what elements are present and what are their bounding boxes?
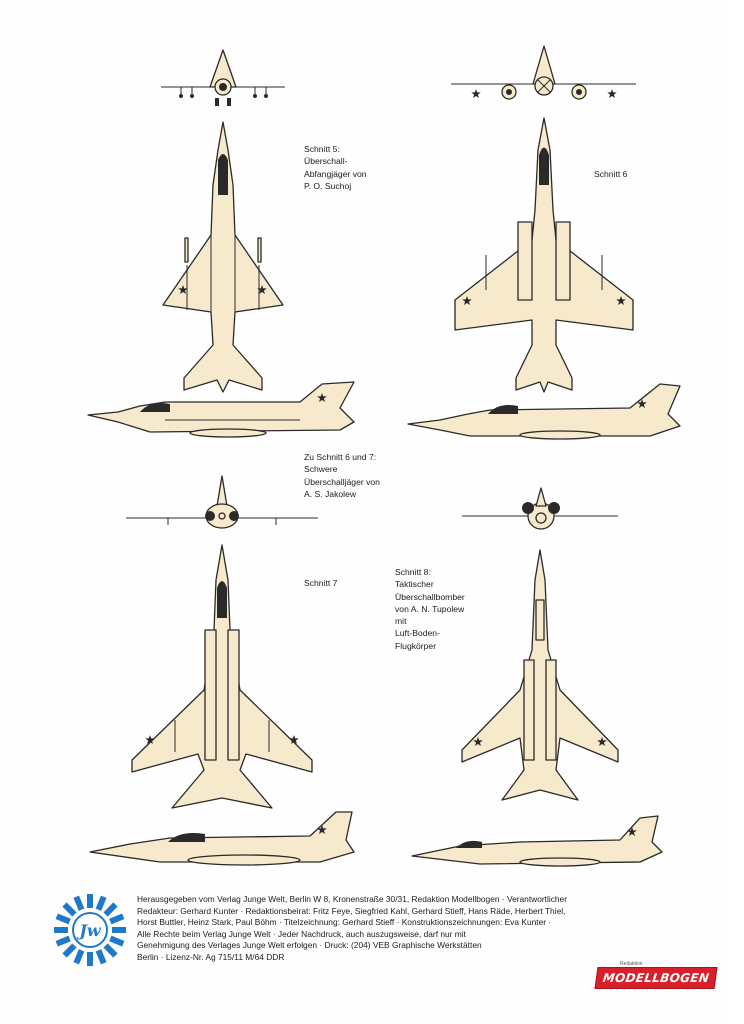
imprint-line: Herausgegeben vom Verlag Junge Welt, Ber… — [137, 894, 567, 904]
junge-welt-logo: Jw — [54, 894, 126, 966]
caption-schnitt-7: Schnitt 7 — [304, 578, 338, 588]
editorial-credit: Redaktion — [620, 961, 643, 967]
imprint-line: Redakteur: Gerhard Kunter · Redaktionsbe… — [137, 905, 566, 916]
logo-letters: Jw — [76, 921, 102, 940]
tu-side-view — [411, 815, 663, 867]
caption-schnitt-6-7: Zu Schnitt 6 und 7: Schwere Überschalljä… — [304, 452, 380, 499]
imprint-line: Genehmigung des Verlages Junge Welt erfo… — [137, 940, 482, 951]
imprint-line: Horst Buttler, Heinz Stark, Paul Böhm · … — [137, 917, 552, 928]
su-top-view — [162, 121, 284, 393]
jak-side-view — [89, 811, 355, 866]
su-front-view — [161, 49, 285, 106]
imprint-text: Herausgegeben vom Verlag Junge Welt, Ber… — [137, 894, 677, 964]
caption-schnitt-5: Schnitt 5: Überschall- Abfangjäger von P… — [304, 144, 367, 191]
su15-side-view — [407, 383, 681, 440]
su-side-view — [87, 381, 355, 438]
caption-schnitt-8: Schnitt 8: Taktischer Überschallbomber v… — [395, 567, 465, 651]
imprint-line: Berlin · Lizenz-Nr. Ag 715/11 M/64 DDR — [137, 951, 285, 962]
tu-top-view — [461, 549, 619, 801]
modellbogen-brand-badge: MODELLBOGEN — [594, 967, 718, 989]
aircraft-drawings: Jw — [54, 45, 681, 966]
page-edge — [728, 0, 744, 1024]
su15-top-view — [454, 117, 634, 393]
imprint-line: Alle Rechte beim Verlag Junge Welt · Jed… — [137, 928, 466, 939]
jak-front-view-right — [462, 487, 618, 530]
brand-label: MODELLBOGEN — [601, 971, 711, 985]
caption-schnitt-6: Schnitt 6 — [594, 169, 628, 179]
jak-top-view — [131, 544, 313, 809]
jak-front-view-left — [126, 475, 318, 529]
su15-front-view — [451, 45, 636, 100]
